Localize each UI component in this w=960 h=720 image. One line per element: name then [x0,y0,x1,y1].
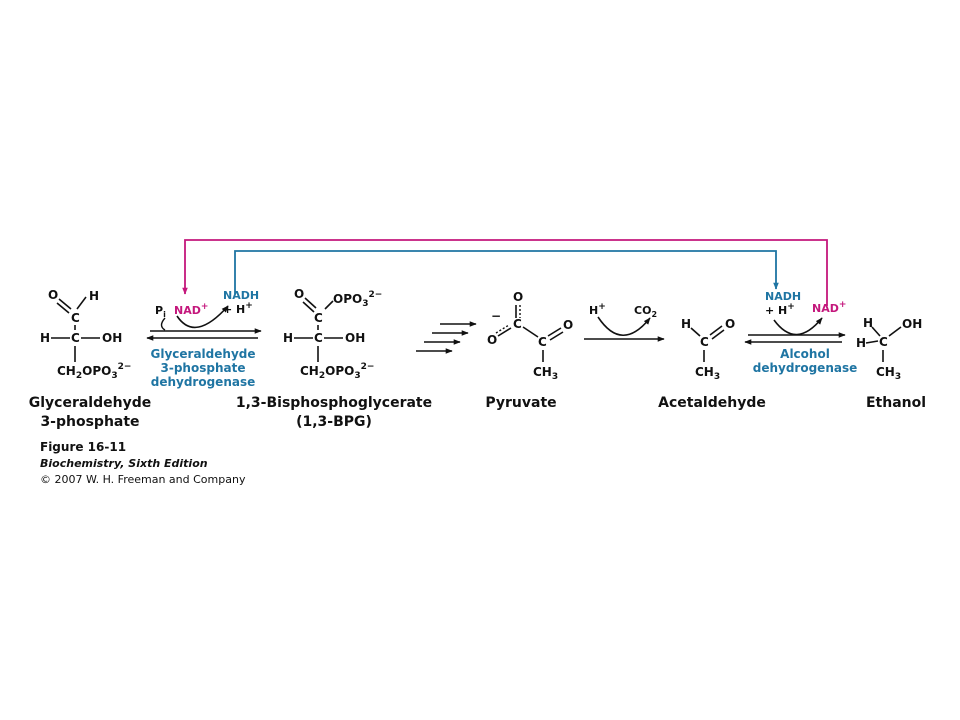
decarboxylation-curve [597,316,651,336]
gapdh-name-line-3: dehydrogenase [151,375,256,389]
g3p-double-bond-2 [56,302,70,314]
figure-number: Figure 16-11 [40,440,126,454]
pyruvate-charge: − [491,309,501,323]
acetaldehyde-double-bond-1 [709,325,723,336]
compound-labels: Glyceraldehyde 3-phosphate 1,3-Bisphosph… [29,395,926,430]
pyruvate-name: Pyruvate [485,395,556,411]
adh-name-line-1: Alcohol [780,347,830,361]
pi-label: Pi [155,304,166,319]
ethanol-oh: OH [902,317,922,331]
g3p-aldehyde-h: H [89,289,99,303]
bpg-oh: OH [345,331,365,345]
decarboxylation-arrows [584,316,665,342]
pyruvate-structure: − O C O C O CH3 [487,290,573,382]
g3p-name-line-1: Glyceraldehyde [29,395,152,411]
bpg-c1: C [314,311,323,325]
g3p-oh: OH [102,331,122,345]
nadh-label-right: NADH [765,290,801,303]
pyruvate-ch3: CH3 [533,365,558,382]
ethanol-ch3: CH3 [876,365,901,382]
nad-label-left: NAD+ [174,302,208,317]
pyruvate-left-resonance [495,324,510,334]
gapdh-name-line-2: 3-phosphate [161,361,246,375]
pyruvate-o-left: O [487,333,497,347]
gapdh-name-line-1: Glyceraldehyde [151,347,256,361]
acetaldehyde-c: C [700,335,709,349]
ethanol-c: C [879,335,888,349]
g3p-double-bond-1 [58,298,72,310]
ethanol-name: Ethanol [866,395,926,411]
figure-caption: Figure 16-11 Biochemistry, Sixth Edition… [40,440,246,486]
pyruvate-left-bond [497,327,512,337]
pyruvate-o-top: O [513,290,523,304]
acetaldehyde-name: Acetaldehyde [658,395,766,411]
g3p-ch-bond [76,296,87,310]
ethanol-h-left: H [856,336,866,350]
bpg-name-line-2: (1,3-BPG) [296,414,372,430]
ethanol-structure: H H C OH CH3 [856,316,922,382]
nad-label-right: NAD+ [812,300,846,315]
multistep-arrows [416,321,477,354]
pyruvate-c1-c2-bond [522,326,539,338]
h-plus-label-middle: H+ [589,302,606,317]
gapdh-cofactor-curve [176,305,229,329]
gapdh-enzyme-name: Glyceraldehyde 3-phosphate dehydrogenase [151,347,256,389]
ethanol-h-top: H [863,316,873,330]
g3p-c1: C [71,311,80,325]
g3p-h-left: H [40,331,50,345]
ethanol-oh-bond [888,326,902,337]
pyruvate-c2-o-bond-2 [549,331,564,341]
acetaldehyde-ch3: CH3 [695,365,720,382]
adh-name-line-2: dehydrogenase [753,361,858,375]
g3p-c2: C [71,331,80,345]
acetaldehyde-o: O [725,317,735,331]
adh-cofactor-curve [773,317,823,336]
nad-recycle-line [182,239,828,306]
bpg-double-bond-1 [304,297,317,309]
bpg-double-bond-2 [302,301,315,313]
ethanol-h-left-bond [865,340,879,344]
acetaldehyde-double-bond-2 [711,329,725,340]
co2-label: CO2 [634,304,657,319]
acetaldehyde-h-bond [690,327,701,337]
bpg-oxygen: O [294,287,304,301]
ethanol-h-top-bond [871,326,881,337]
bpg-ester-bond [324,300,334,310]
g3p-oxygen: O [48,288,58,302]
h-plus-label-right: + H+ [765,302,795,317]
bpg-opo3: OPO32− [333,290,382,309]
g3p-name-line-2: 3-phosphate [40,414,139,430]
bpg-h-left: H [283,331,293,345]
acetaldehyde-structure: H C O CH3 [681,317,735,382]
acetaldehyde-h: H [681,317,691,331]
pyruvate-c2: C [538,335,547,349]
h-plus-label-left: + H+ [223,301,253,316]
book-title: Biochemistry, Sixth Edition [40,457,208,470]
gapdh-pi-curve [160,317,166,331]
pyruvate-c2-o-bond-1 [547,327,562,337]
pyruvate-o-right: O [563,318,573,332]
nadh-transfer-line [234,250,779,294]
bpg-name-line-1: 1,3-Bisphosphoglycerate [236,395,432,411]
bpg-structure: O OPO32− C H C OH CH2OPO32− [283,287,382,381]
g3p-structure: O H C H C OH CH2OPO32− [40,288,131,381]
nadh-label-left: NADH [223,289,259,302]
copyright-text: © 2007 W. H. Freeman and Company [40,473,246,486]
bpg-c2: C [314,331,323,345]
bpg-ch2opo3: CH2OPO32− [300,362,374,381]
g3p-ch2opo3: CH2OPO32− [57,362,131,381]
adh-reaction-arrows [744,317,846,345]
adh-enzyme-name: Alcohol dehydrogenase [753,347,858,375]
pyruvate-c1: C [513,317,522,331]
gapdh-reaction-arrows [146,305,262,341]
